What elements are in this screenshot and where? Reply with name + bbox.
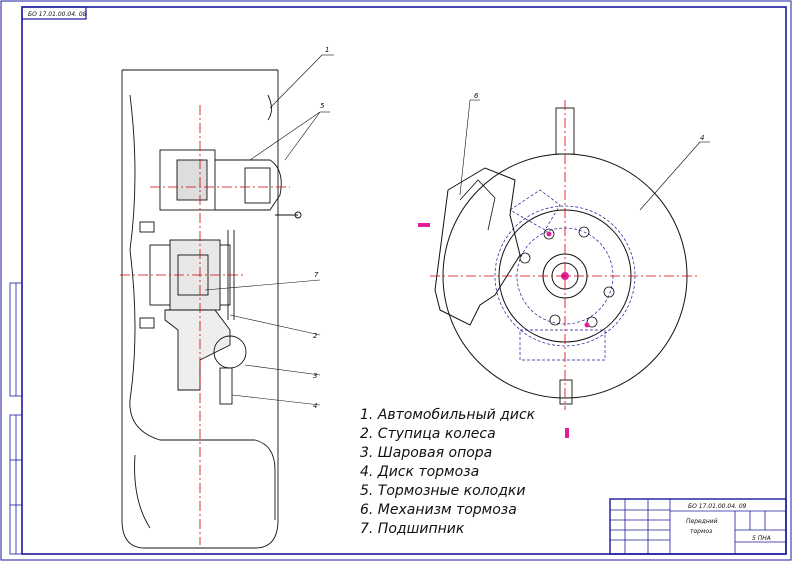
callout-disc-4: 4 — [700, 134, 704, 142]
title-block-title-line1: Передний — [686, 518, 718, 525]
top-stamp-text: БО 17.01.00.04. 08 — [28, 11, 87, 18]
callout-6: 6 — [474, 92, 479, 100]
title-block — [609, 498, 787, 555]
legend-item: 6. Механизм тормоза — [360, 502, 517, 518]
inner-frame — [21, 6, 787, 555]
left-margin-strip — [9, 282, 23, 555]
section-callouts — [204, 54, 334, 406]
callout-4: 4 — [313, 402, 317, 410]
legend-item: 4. Диск тормоза — [360, 464, 479, 480]
title-block-org: 5 ПНА — [752, 535, 771, 542]
side-axes — [430, 100, 700, 410]
callout-3: 3 — [313, 372, 317, 380]
side-view — [418, 107, 688, 438]
callout-2: 2 — [313, 332, 318, 340]
legend-item: 2. Ступица колеса — [360, 426, 496, 442]
callout-7: 7 — [314, 271, 319, 279]
legend-item: 5. Тормозные колодки — [360, 483, 525, 499]
section-axes — [120, 105, 290, 545]
title-block-title-line2: тормоз — [690, 528, 712, 535]
side-callouts — [459, 99, 710, 211]
top-stamp: БО 17.01.00.04. 08 — [21, 6, 87, 20]
section-view — [121, 69, 302, 549]
legend-item: 3. Шаровая опора — [360, 445, 492, 461]
title-block-code: БО 17.01.00.04. 09 — [688, 503, 747, 510]
legend-item: 7. Подшипник — [360, 521, 465, 537]
callout-1: 1 — [325, 46, 329, 54]
legend-item: 1. Автомобильный диск — [360, 407, 536, 423]
callout-5: 5 — [320, 102, 325, 110]
legend: 1. Автомобильный диск 2. Ступица колеса … — [360, 407, 536, 537]
